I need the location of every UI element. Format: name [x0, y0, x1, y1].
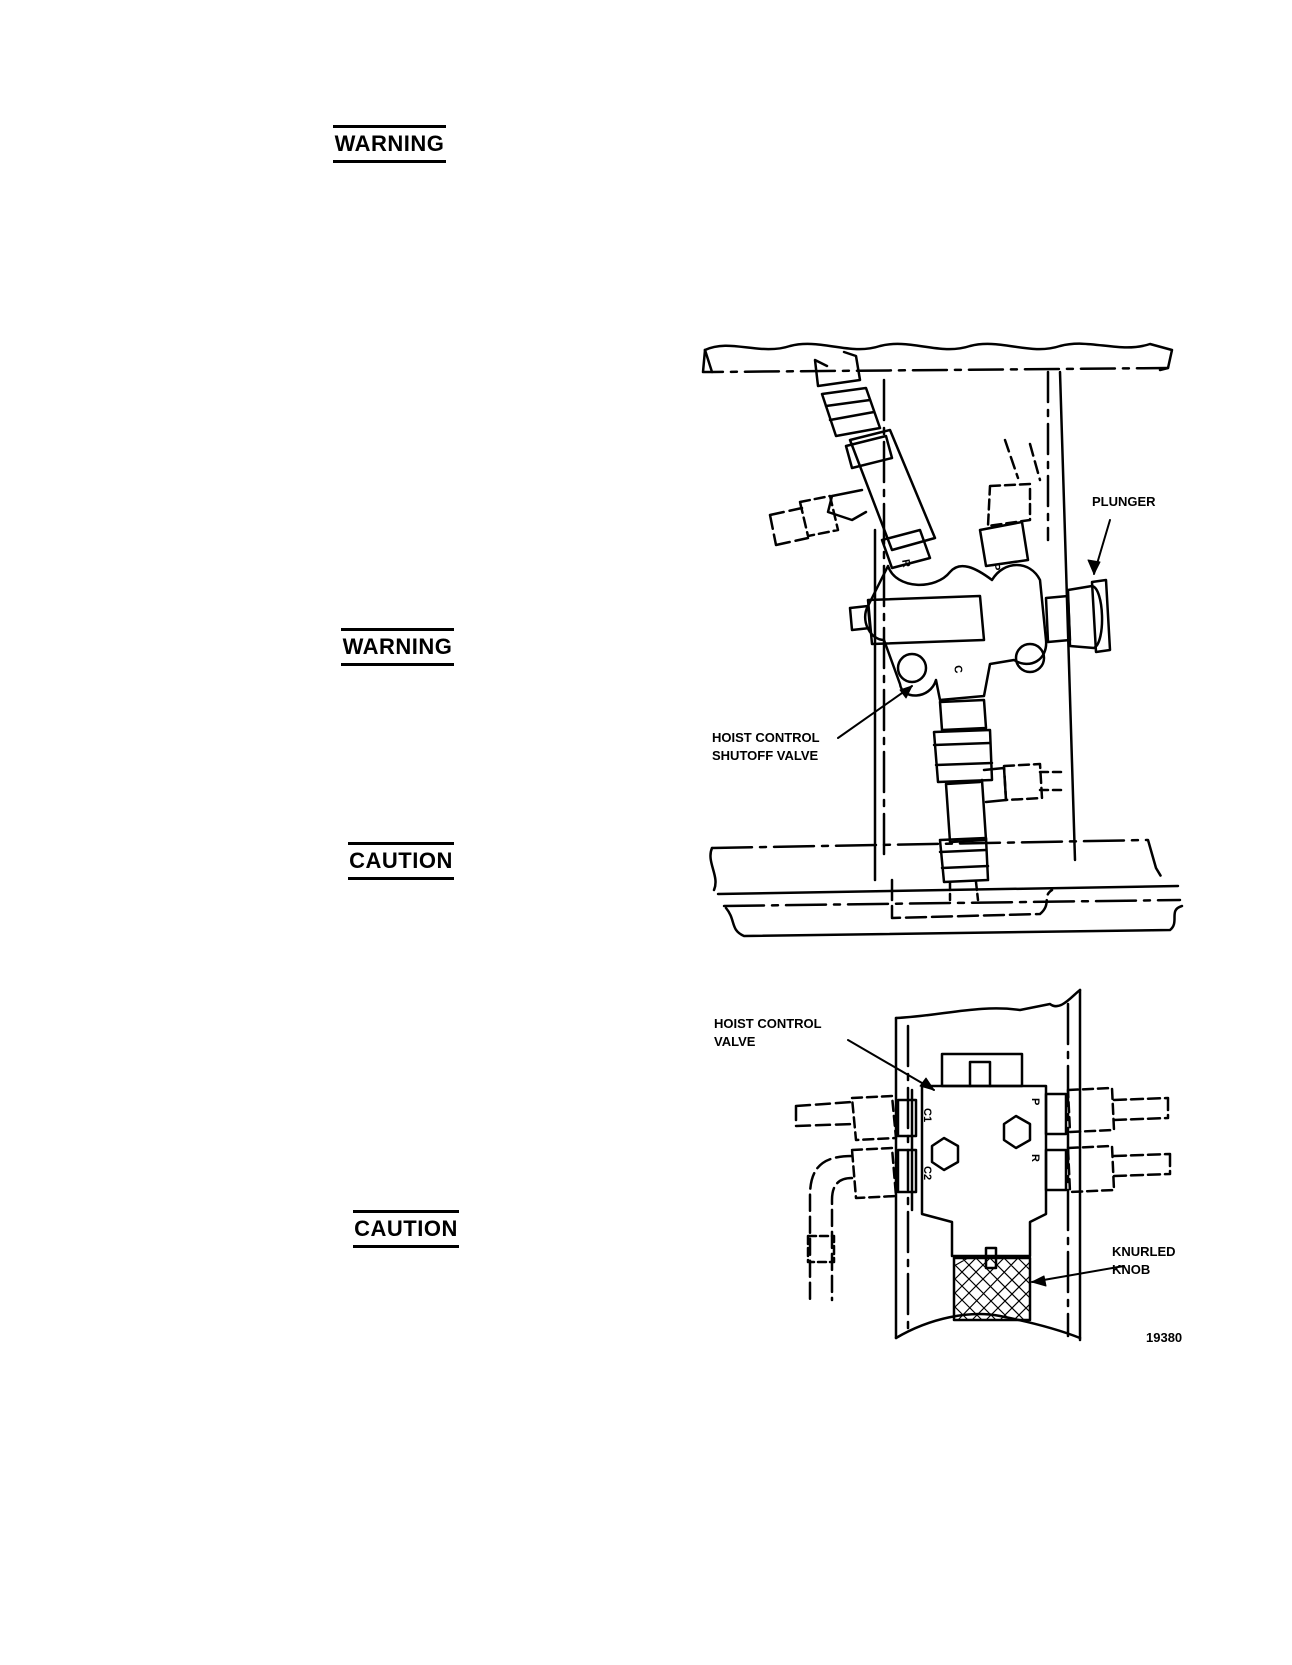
- plunger-label: PLUNGER: [1092, 494, 1156, 509]
- shutoff-arrowhead: [899, 685, 913, 699]
- shutoff-valve-body: [863, 563, 1048, 702]
- p-port-nut-1: [986, 482, 1032, 528]
- c-outlet-fitting: [932, 728, 994, 784]
- lower-beam-mid-dash: [722, 898, 1182, 908]
- right-fitting-upper: [1066, 1086, 1116, 1134]
- upper-beam-top: [703, 342, 1174, 372]
- left-fitting-lower: [850, 1146, 898, 1200]
- tee-branch-nut: [1002, 762, 1044, 802]
- lower-beam-inner-box: [890, 878, 1054, 920]
- knurled-knob-arrowhead: [1031, 1275, 1047, 1287]
- control-valve-illustration: C1 C2 P R HOIST CONTROL VALVE KNURLED KN…: [714, 988, 1182, 1345]
- lower-beam-top: [710, 838, 1164, 880]
- knob-pin: [984, 1246, 998, 1270]
- plunger-arrowhead: [1087, 559, 1101, 575]
- port-c2-label: C2: [921, 1166, 933, 1180]
- control-valve-leader: [847, 1039, 935, 1091]
- right-pipe-lower: [1112, 1152, 1172, 1178]
- valve-port-left: [896, 652, 928, 684]
- left-nut-c1: [896, 1098, 918, 1138]
- valve-port-right: [1014, 642, 1046, 674]
- knurled-knob-label-line1: KNURLED: [1112, 1244, 1176, 1259]
- hex-bolt-right: [1002, 1114, 1032, 1150]
- r-port-nut: [880, 528, 932, 570]
- caution-heading-1: CAUTION: [348, 842, 454, 880]
- tee-branch: [982, 766, 1008, 804]
- valve-cap-left: [866, 594, 986, 646]
- tee-body: [944, 778, 988, 844]
- plunger-knob: [1090, 578, 1112, 654]
- valve-cap-stub: [848, 604, 872, 632]
- shutoff-valve-illustration: R P C PLUNGER HOIST CONTROL SHUTOFF VALV…: [701, 342, 1184, 938]
- lower-beam-mid: [716, 884, 1180, 896]
- caution-heading-2: CAUTION: [353, 1210, 459, 1248]
- knurled-knob-leader: [1031, 1265, 1125, 1283]
- knurled-knob-pattern: [953, 1257, 1031, 1321]
- lower-beam-bottom: [724, 904, 1184, 938]
- port-c-label: C: [951, 664, 964, 674]
- shutoff-valve-label-line2: SHUTOFF VALVE: [712, 748, 819, 763]
- upper-pipe-left: [813, 350, 862, 388]
- left-nut-c2: [896, 1148, 918, 1194]
- lower-nut-lines: [938, 848, 990, 870]
- control-valve-body: [920, 1084, 1048, 1258]
- left-pipe-upper: [794, 1100, 854, 1128]
- left-pipe-elbow: [808, 1154, 854, 1302]
- lower-beam-top-edge: [709, 846, 717, 892]
- shutoff-valve-label-line1: HOIST CONTROL: [712, 730, 820, 745]
- warning-heading-1: WARNING: [333, 125, 446, 163]
- upper-fitting-body: [848, 428, 937, 552]
- port-c1-label: C1: [921, 1108, 933, 1122]
- c-outlet-fitting-lines: [932, 741, 994, 767]
- figure-number: 19380: [1146, 1330, 1182, 1345]
- right-fitting-lower: [1066, 1144, 1116, 1194]
- side-pipe-left: [768, 506, 810, 547]
- c-outlet-nut: [938, 698, 988, 732]
- plunger-head: [1066, 584, 1104, 650]
- lower-column-top: [894, 988, 1082, 1020]
- left-pipe-elbow-nut: [806, 1234, 836, 1264]
- control-valve-arrowhead: [919, 1077, 935, 1091]
- control-valve-label-line2: VALVE: [714, 1034, 756, 1049]
- right-nut-r: [1044, 1148, 1068, 1192]
- lower-column-bottom: [894, 1312, 1082, 1340]
- upper-beam-edge: [703, 348, 1170, 374]
- upper-nut-1-line: [824, 398, 876, 422]
- warning-heading-2: WARNING: [341, 628, 454, 666]
- p-port-pipe: [1003, 438, 1042, 482]
- knurled-knob-label-line2: KNOB: [1112, 1262, 1150, 1277]
- valve-top-cap: [940, 1052, 1024, 1088]
- tee-branch-pipe: [1038, 770, 1064, 792]
- left-fitting-upper: [850, 1094, 898, 1142]
- side-nut-left: [798, 494, 840, 538]
- control-valve-label-line1: HOIST CONTROL: [714, 1016, 822, 1031]
- lower-port-p-label: P: [1029, 1098, 1041, 1105]
- p-port-nut-2: [978, 520, 1030, 568]
- right-pipe-upper: [1112, 1096, 1170, 1122]
- upper-nut-1: [820, 386, 882, 438]
- side-branch-left: [826, 488, 868, 522]
- port-p-label: P: [989, 562, 1002, 571]
- upper-beam-left: [701, 348, 714, 374]
- lower-port-r-label: R: [1029, 1154, 1041, 1162]
- port-r-label: R: [899, 558, 912, 568]
- hex-bolt-left: [930, 1136, 960, 1172]
- valve-top-cap-inner: [968, 1060, 992, 1088]
- upper-fitting-collar: [844, 434, 894, 470]
- column-rail-right: [1058, 370, 1077, 862]
- right-nut-p: [1044, 1092, 1068, 1136]
- shutoff-leader: [837, 685, 913, 739]
